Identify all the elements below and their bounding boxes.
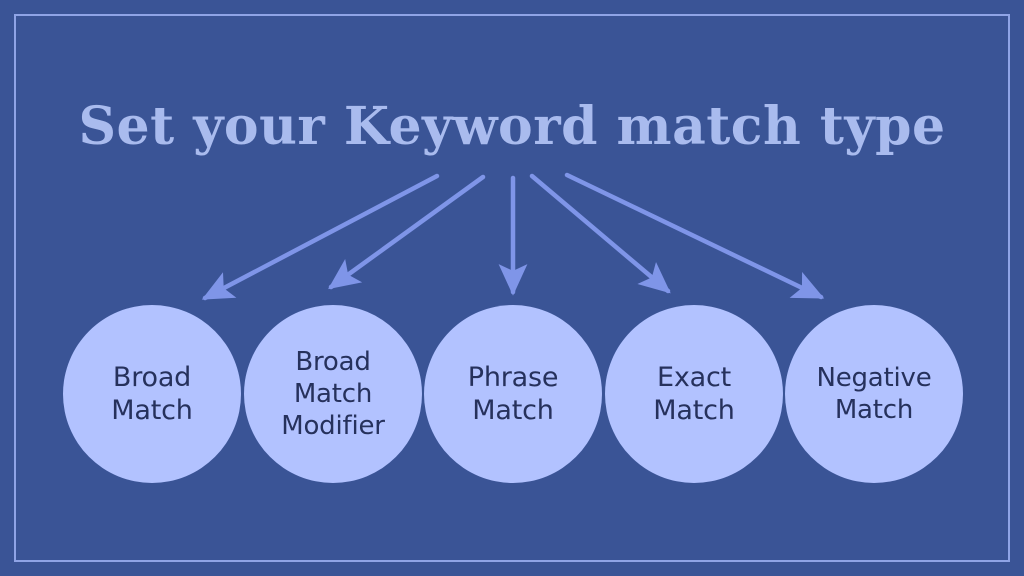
node-broad-match-modifier-label: Broad Match Modifier <box>281 347 385 441</box>
node-exact-match-label: Exact Match <box>653 362 735 426</box>
node-phrase-match[interactable]: Phrase Match <box>424 305 602 483</box>
node-phrase-match-label: Phrase Match <box>467 362 559 426</box>
arrow-to-broad-match-modifier <box>328 174 486 290</box>
page-title: Set your Keyword match type <box>78 96 946 157</box>
arrow-to-negative-match <box>564 172 825 300</box>
node-broad-match-modifier[interactable]: Broad Match Modifier <box>244 305 422 483</box>
node-exact-match[interactable]: Exact Match <box>605 305 783 483</box>
node-negative-match[interactable]: Negative Match <box>785 305 963 483</box>
node-negative-match-label: Negative Match <box>816 363 932 425</box>
node-broad-match-label: Broad Match <box>111 362 193 426</box>
node-broad-match[interactable]: Broad Match <box>63 305 241 483</box>
arrow-to-exact-match <box>529 173 671 294</box>
arrow-to-broad-match <box>201 173 440 301</box>
